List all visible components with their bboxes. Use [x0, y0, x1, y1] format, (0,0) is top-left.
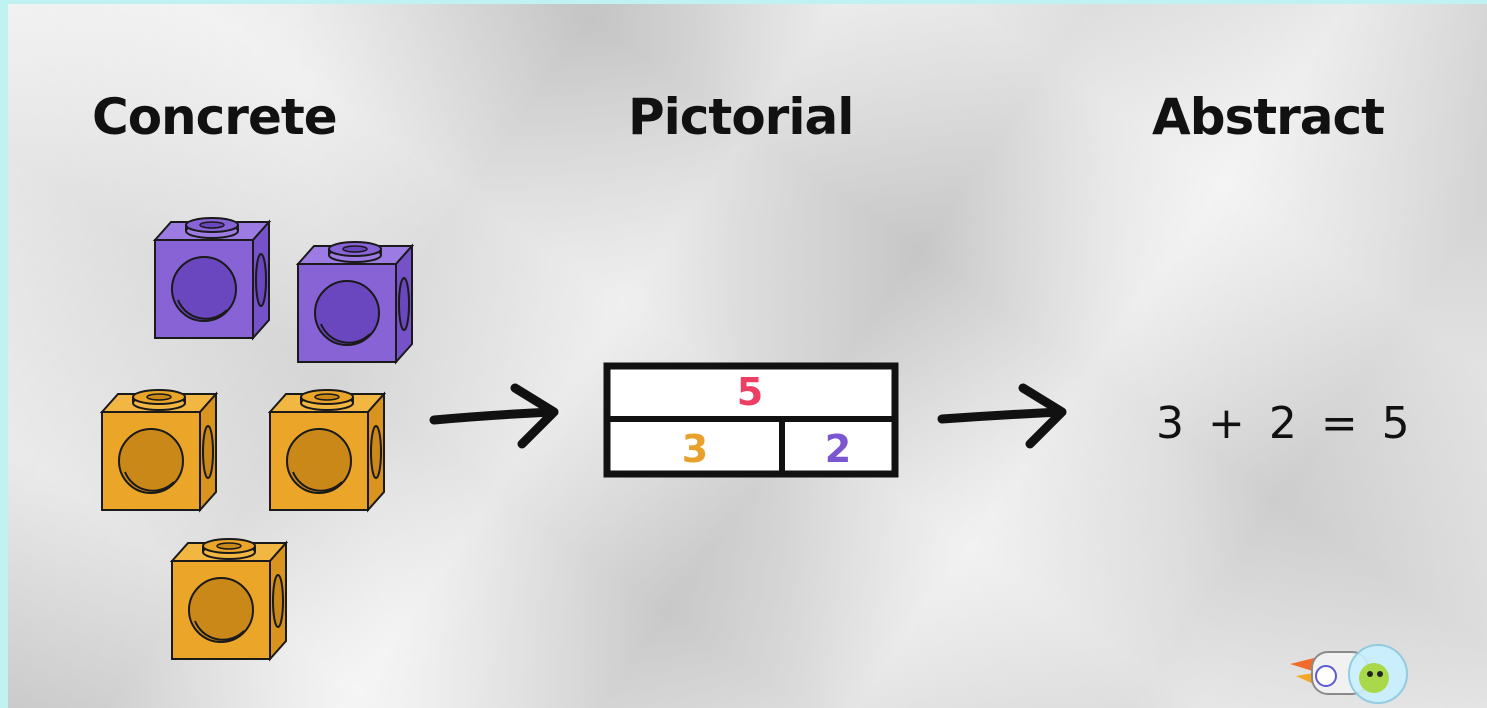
bar-model-part-b-label: 2	[786, 430, 890, 468]
purple-cube	[298, 242, 412, 362]
rocket-mascot-icon	[1290, 645, 1407, 703]
bar-model-part-a-label: 3	[612, 430, 778, 468]
arrow-right-icon	[942, 388, 1062, 444]
orange-cube	[102, 390, 216, 510]
orange-cube	[172, 539, 286, 659]
purple-cube	[155, 218, 269, 338]
orange-cube	[270, 390, 384, 510]
arrow-right-icon	[434, 388, 554, 444]
abstract-equation: 3 + 2 = 5	[1156, 398, 1412, 449]
bar-model-total-label: 5	[612, 373, 888, 411]
